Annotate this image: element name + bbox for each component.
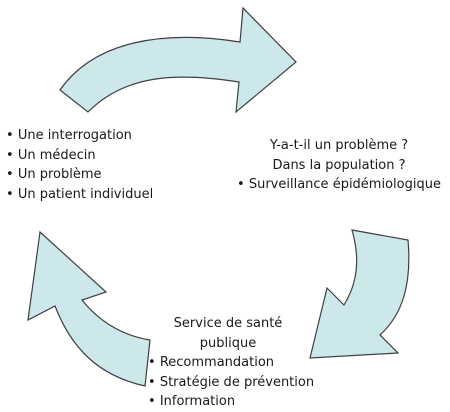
cycle-arrow-top [59, 6, 297, 114]
right-item-surveillance: Surveillance épidémiologique [234, 175, 444, 195]
right-question-problem: Y-a-t-il un problème ? [269, 138, 409, 153]
population-level-block: Y-a-t-il un problème ? Dans la populatio… [234, 136, 444, 195]
left-item-interrogation: Une interrogation [6, 126, 153, 146]
public-health-block: Service de santé publique Recommandation… [148, 314, 314, 412]
patient-level-block: Une interrogation Un médecin Un problème… [6, 126, 153, 204]
bottom-item-information: Information [148, 392, 314, 412]
left-item-patient: Un patient individuel [6, 185, 153, 205]
cycle-arrow-left [27, 230, 151, 387]
bottom-item-recommandation: Recommandation [148, 353, 314, 373]
left-item-probleme: Un problème [6, 165, 153, 185]
right-question-population: Dans la population ? [272, 157, 406, 173]
cycle-arrow-right [309, 229, 410, 359]
left-item-medecin: Un médecin [6, 146, 153, 166]
bottom-item-strategie: Stratégie de prévention [148, 373, 314, 393]
bottom-heading-line1: Service de santé [173, 316, 283, 331]
bottom-heading-line2: publique [199, 335, 257, 351]
